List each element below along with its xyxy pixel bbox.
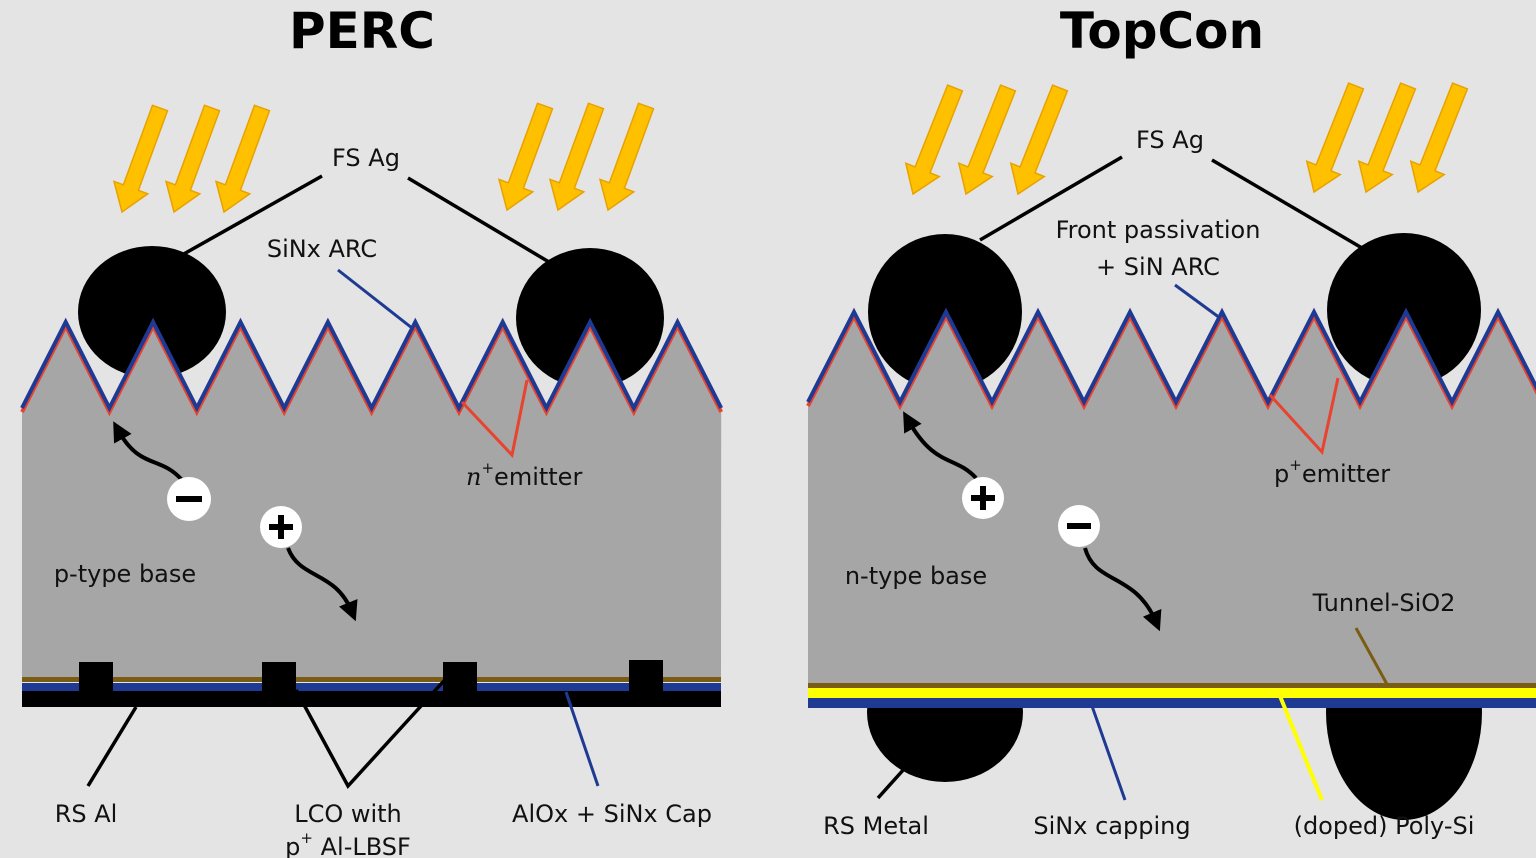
topcon-capping-leader — [1090, 705, 1127, 801]
perc-silicon-overlay — [65, 324, 678, 677]
perc-base-label: p-type base — [54, 560, 196, 588]
topcon-electron-path — [1083, 547, 1162, 632]
sun-arrow-icon — [1409, 82, 1469, 194]
perc-hole-path — [286, 547, 358, 622]
perc-front-contact-left — [78, 246, 226, 378]
topcon-emitter-label: p+emitter — [1274, 456, 1390, 488]
topcon-poly-leader — [1278, 695, 1324, 801]
perc-cap-leader — [564, 691, 600, 787]
topcon-silicon-overlay — [854, 314, 1498, 683]
sun-arrow-icon — [497, 102, 554, 212]
topcon-front-label-1: Front passivation — [1056, 216, 1261, 244]
perc-lco-2 — [262, 662, 296, 691]
perc-sinx-cap-layer — [22, 683, 721, 691]
perc-lco-4 — [629, 660, 663, 691]
perc-sinx-arc-leader — [337, 268, 413, 330]
sun-arrow-icon — [904, 84, 964, 196]
perc-fsag-leader-left — [181, 174, 323, 257]
topcon-arc-layer — [806, 307, 1536, 407]
topcon-tunnel-oxide-layer — [808, 683, 1536, 688]
perc-emitter-leader — [460, 379, 529, 459]
perc-rs-leader — [86, 706, 138, 787]
sun-arrow-icon — [598, 102, 655, 212]
perc-sunlight-arrows — [112, 102, 655, 214]
perc-title: PERC — [289, 2, 435, 60]
perc-alox-layer — [22, 677, 721, 682]
topcon-minus-sign — [1067, 523, 1091, 529]
perc-lco-leader — [294, 670, 454, 789]
perc-rear-al-layer — [22, 691, 721, 707]
topcon-capping-label: SiNx capping — [1033, 812, 1190, 840]
topcon-tunnel-leader — [1354, 627, 1390, 687]
perc-electron-path — [113, 421, 184, 482]
topcon-emitter-leader — [1268, 377, 1340, 456]
perc-cap-label: AlOx + SiNx Cap — [512, 800, 712, 828]
topcon-poly-si-layer — [808, 688, 1536, 698]
perc-lco-label-1: LCO with — [294, 800, 402, 828]
perc-sinx-arc-label: SiNx ARC — [267, 235, 377, 263]
perc-minus-sign — [176, 496, 202, 502]
topcon-poly-label: (doped) Poly-Si — [1294, 812, 1475, 840]
perc-emitter-label: n+emitter — [466, 459, 582, 491]
perc-lco-label-2: p+ Al-LBSF — [285, 829, 411, 858]
sun-arrow-icon — [164, 104, 221, 214]
perc-arc-layer — [20, 317, 723, 413]
topcon-base-label: n-type base — [845, 562, 987, 590]
sun-arrow-icon — [214, 104, 271, 214]
topcon-sinx-capping-layer — [808, 698, 1536, 708]
topcon-front-contact-right — [1327, 233, 1481, 387]
perc-panel: FS Ag SiNx ARC n+emitter p-type base RS … — [20, 102, 723, 858]
topcon-sunlight-arrows — [904, 82, 1469, 196]
perc-fsag-label: FS Ag — [332, 144, 400, 172]
sun-arrow-icon — [1305, 82, 1365, 194]
sun-arrow-icon — [112, 104, 169, 214]
topcon-plus-v — [980, 486, 986, 510]
perc-fsag-leader-right — [407, 176, 555, 267]
sun-arrow-icon — [1009, 84, 1069, 196]
topcon-fsag-leader-left — [979, 155, 1123, 242]
topcon-rs-leader — [876, 766, 907, 800]
topcon-panel: FS Ag Front passivation + SiN ARC p+emit… — [806, 82, 1536, 840]
perc-plus-v — [278, 515, 284, 539]
topcon-hole-path — [903, 411, 978, 480]
sun-arrow-icon — [957, 84, 1017, 196]
perc-lco-1 — [79, 662, 113, 691]
topcon-front-leader — [1174, 283, 1221, 320]
sun-arrow-icon — [1357, 82, 1417, 194]
topcon-tunnel-label: Tunnel-SiO2 — [1312, 589, 1456, 617]
topcon-fsag-label: FS Ag — [1136, 126, 1204, 154]
sun-arrow-icon — [548, 102, 605, 212]
topcon-rs-label: RS Metal — [823, 812, 929, 840]
topcon-front-label-2: + SiN ARC — [1096, 253, 1220, 281]
topcon-fsag-leader-right — [1211, 158, 1363, 250]
topcon-title: TopCon — [1060, 2, 1264, 60]
perc-rs-label: RS Al — [55, 800, 118, 828]
